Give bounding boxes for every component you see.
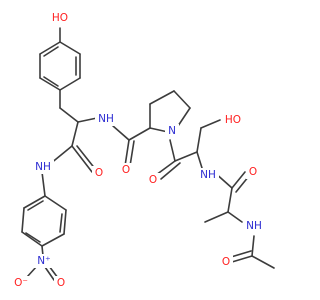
- bond: [41, 233, 65, 247]
- svg-text:NH: NH: [98, 113, 114, 125]
- bond: [177, 107, 191, 127]
- bond: [160, 162, 181, 180]
- nitro-oxide-label: O⁻: [10, 276, 32, 290]
- bond: [129, 140, 135, 167]
- bond: [251, 235, 255, 257]
- bond: [63, 209, 67, 235]
- bond: [23, 195, 46, 209]
- bond: [77, 117, 98, 123]
- bond: [169, 139, 176, 162]
- svg-text:O: O: [222, 256, 230, 268]
- acetyl-nh-label: NH: [243, 219, 265, 233]
- bond: [44, 195, 67, 211]
- bond: [173, 90, 191, 109]
- amide-nh-label: NH: [95, 112, 117, 126]
- svg-text:O⁻: O⁻: [14, 277, 28, 289]
- bond: [59, 41, 81, 55]
- svg-text:O: O: [149, 174, 157, 186]
- bond: [59, 213, 63, 233]
- bond: [155, 160, 176, 176]
- bond: [149, 90, 175, 105]
- svg-text:NH: NH: [200, 169, 216, 181]
- bond: [21, 207, 25, 233]
- carbonyl-oxygen-label: O: [92, 166, 106, 180]
- bond: [204, 211, 229, 223]
- bond: [25, 232, 41, 243]
- bond: [251, 255, 275, 269]
- bond: [231, 171, 246, 189]
- bond: [112, 125, 130, 141]
- bond: [44, 266, 55, 281]
- hydroxyl-label: HO: [48, 11, 72, 25]
- svg-text:NH: NH: [246, 220, 262, 232]
- bond: [227, 211, 243, 223]
- bond: [231, 255, 253, 263]
- svg-text:N: N: [168, 125, 176, 137]
- serine-nh-label: NH: [197, 168, 219, 182]
- bond: [230, 250, 252, 258]
- bond: [43, 46, 59, 57]
- bond: [227, 187, 233, 213]
- nitro-nitrogen-label: N⁺: [34, 254, 54, 268]
- bond-layer: [21, 27, 275, 281]
- svg-text:NH: NH: [35, 161, 51, 173]
- bond: [196, 127, 202, 153]
- svg-text:O: O: [57, 277, 65, 289]
- serine-carbonyl-oxygen-label: O: [146, 173, 160, 187]
- nitro-oxygen-label: O: [54, 276, 68, 290]
- bond: [39, 77, 61, 91]
- svg-text:O: O: [249, 166, 257, 178]
- bond: [124, 139, 130, 167]
- bond: [43, 76, 59, 87]
- proline-carbonyl-oxygen-label: O: [119, 163, 133, 177]
- bond: [200, 119, 221, 129]
- atom-layer: HO NH O NH N⁺ O⁻ O O: [10, 11, 265, 290]
- anilide-nh-label: NH: [32, 160, 54, 174]
- svg-text:O: O: [95, 167, 103, 179]
- molecule-diagram: HO NH O NH N⁺ O⁻ O O: [10, 11, 275, 290]
- bond: [196, 151, 203, 169]
- alanine-carbonyl-oxygen-label: O: [246, 165, 260, 179]
- proline-nitrogen-label: N: [165, 124, 179, 138]
- serine-hydroxyl-label: HO: [221, 113, 245, 127]
- acetyl-oxygen-label: O: [219, 255, 233, 269]
- bond: [128, 127, 151, 141]
- structure-svg: HO NH O NH N⁺ O⁻ O O: [10, 11, 275, 290]
- bond: [71, 121, 79, 147]
- bond: [27, 200, 44, 211]
- svg-text:HO: HO: [52, 12, 68, 24]
- bond: [21, 231, 43, 247]
- svg-text:HO: HO: [225, 114, 241, 126]
- bond: [59, 107, 79, 123]
- bond: [59, 77, 81, 91]
- bond: [39, 41, 61, 55]
- bond: [174, 151, 198, 162]
- bond: [41, 171, 46, 197]
- bond: [71, 145, 93, 173]
- svg-text:N⁺: N⁺: [37, 255, 50, 267]
- svg-text:O: O: [122, 164, 130, 176]
